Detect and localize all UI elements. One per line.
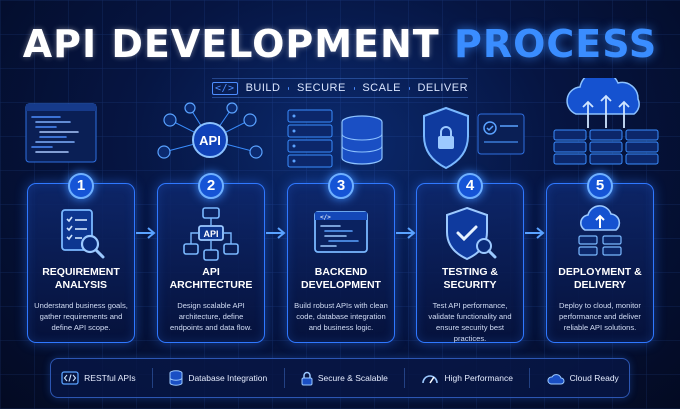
security-shield-illustration [423,106,525,170]
architecture-icon: API [183,207,239,261]
arrow-right-icon [525,227,545,239]
cloud-server-icon [578,205,622,256]
tagline-deliver: DELIVER [417,82,469,94]
feature-cloud-ready: Cloud Ready [543,372,623,385]
gauge-icon [422,374,439,383]
tagline-scale: SCALE [362,82,401,94]
step-description: Deploy to cloud, monitor performance and… [559,301,641,332]
architecture-api-label: API [203,229,218,239]
divider [151,368,153,388]
step-title: API ARCHITECTURE [169,266,253,291]
divider [404,368,406,388]
step-description: Understand business goals, gather requir… [34,301,128,332]
api-hub-illustration: API [157,102,263,159]
server-database-illustration [287,109,383,168]
separator-dot [353,86,355,90]
step-description: Build robust APIs with clean code, datab… [294,301,388,332]
code-window-icon: </> [314,211,368,253]
code-icon [61,371,79,385]
arrow-right-icon [136,227,156,239]
code-brackets-icon: </> [212,81,238,95]
step-card-requirement-analysis: 1 REQUIREMENT ANALYSIS Understand busine… [27,173,135,343]
feature-secure-scalable: Secure & Scalable [297,371,392,386]
feature-database-integration: Database Integration [165,370,271,386]
features-bar: RESTful APIs Database Integration Secure… [50,358,630,398]
shield-check-icon [446,206,497,261]
feature-label: High Performance [444,373,513,383]
tagline-bar: </> BUILD SECURE SCALE DELIVER [212,78,468,98]
database-icon [169,370,183,386]
feature-label: RESTful APIs [84,373,136,383]
step-description: Design scalable API architecture, define… [170,301,252,332]
arrow-right-icon [396,227,416,239]
step-title: TESTING & SECURITY [441,266,498,291]
feature-label: Secure & Scalable [317,373,388,383]
svg-text:</>: </> [320,214,331,221]
step-description: Test API performance, validate functiona… [428,301,512,343]
step-title: REQUIREMENT ANALYSIS [42,266,120,291]
step-card-deployment-delivery: 5 DEPLOYMENT & DELIVERY Deploy to cloud,… [546,173,654,343]
tagline-build: BUILD [245,82,281,94]
divider [283,368,285,388]
step-card-backend-development: 3 </> BACKEND DEVELOPMENT Build robust A… [287,173,395,343]
step-number: 1 [68,173,94,199]
step-title: BACKEND DEVELOPMENT [301,266,381,291]
step-number: 5 [587,173,613,199]
tagline-secure: SECURE [296,82,346,94]
document-search-icon [61,209,105,259]
step-card-api-architecture: 2 API API ARCHITECTURE Design scalable A… [157,173,265,343]
separator-dot [408,86,410,90]
feature-high-performance: High Performance [417,372,517,385]
cloud-icon [547,373,565,384]
step-title: DEPLOYMENT & DELIVERY [558,266,642,291]
feature-label: Cloud Ready [569,373,619,383]
step-number: 4 [457,173,483,199]
feature-label: Database Integration [188,373,268,383]
step-card-testing-security: 4 TESTING & SECURITY Test API performanc… [416,173,524,343]
arrow-right-icon [266,227,286,239]
cloud-servers-illustration [553,78,659,165]
divider [529,368,531,388]
step-number: 2 [198,173,224,199]
code-editor-illustration [25,103,97,163]
separator-dot [288,86,289,90]
step-number: 3 [328,173,354,199]
lock-icon [301,371,313,385]
page-title: API DEVELOPMENT PROCESS [22,22,658,66]
feature-restful-apis: RESTful APIs [57,371,140,385]
api-hub-label: API [199,133,221,148]
